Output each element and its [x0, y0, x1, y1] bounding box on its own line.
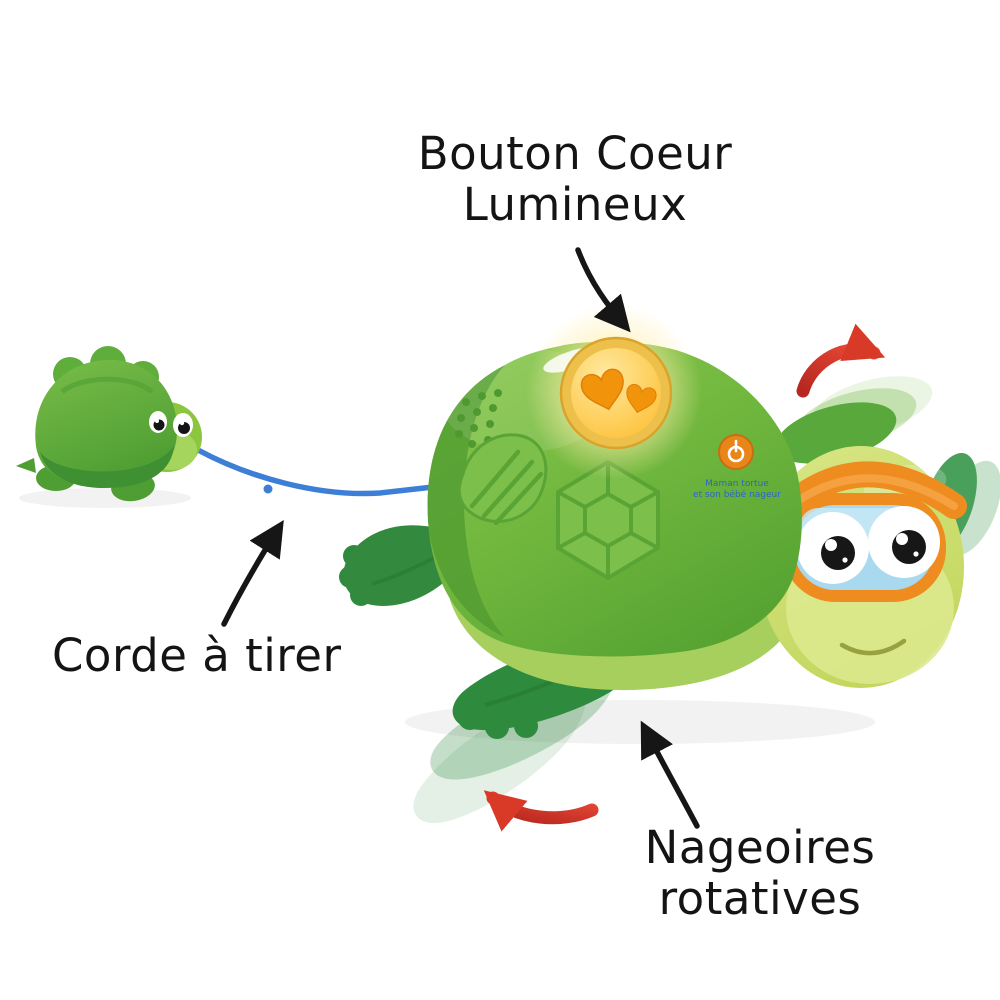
heart-button [526, 304, 702, 480]
big-turtle: Maman tortue et son bébé nageur [339, 304, 967, 824]
label-rotating-flippers-line2: rotatives [658, 872, 862, 926]
label-rotating-flippers: Nageoires rotatives [565, 822, 955, 925]
big-turtle-head [758, 446, 967, 688]
label-heart-button-line1: Bouton Coeur [417, 127, 733, 180]
eye-glint [896, 533, 908, 545]
pull-cord-line [195, 447, 445, 497]
rotation-arrow-top-right [796, 323, 886, 398]
pull-cord [195, 447, 445, 497]
rear-flipper-motion [775, 376, 933, 464]
eye-glint [155, 419, 159, 423]
rotation-arrow-bottom-left [483, 790, 599, 832]
shell-left-rim [427, 365, 505, 637]
flipper-crease [371, 553, 441, 586]
rotation-arrows [483, 323, 886, 832]
product-print: Maman tortue et son bébé nageur [693, 479, 781, 500]
right-eye [868, 506, 940, 578]
pull-cord-knot [263, 484, 273, 494]
eye-glint [913, 551, 919, 557]
speaker-holes [455, 389, 502, 448]
eye-glint [842, 557, 848, 563]
heart-icon [626, 383, 657, 414]
product-print-line1: Maman tortue [705, 479, 769, 489]
small-turtle [16, 346, 202, 502]
small-turtle-right-pupil [178, 422, 190, 434]
label-rotating-flippers-line1: Nageoires [644, 821, 876, 874]
small-turtle-shell-rim [40, 446, 174, 488]
pupil [892, 530, 926, 564]
arrow-to-flipper [640, 720, 700, 829]
small-turtle-shell [35, 359, 178, 487]
arrow-to-heart-button [575, 247, 631, 333]
small-turtle-tail [16, 458, 36, 473]
product-print-line2: et son bébé nageur [693, 489, 781, 500]
shell-patch-ridged [457, 433, 548, 526]
eye-glint [179, 420, 185, 426]
label-heart-button-line2: Lumineux [462, 178, 688, 232]
label-pull-cord-text: Corde à tirer [52, 629, 342, 682]
shell-patch-honeycomb [556, 459, 660, 581]
mouth [839, 638, 907, 656]
label-pull-cord: Corde à tirer [52, 629, 342, 682]
shell [427, 341, 802, 657]
pupil [821, 536, 855, 570]
small-turtle-shadow [19, 488, 191, 508]
arrow-to-cord [221, 519, 284, 627]
left-eye [797, 512, 869, 584]
power-button [718, 434, 754, 470]
annotation-arrows [221, 247, 700, 829]
eye-glint [825, 539, 837, 551]
label-heart-button: Bouton Coeur Lumineux [350, 128, 800, 231]
heart-icon [580, 368, 624, 411]
small-shell-line [60, 376, 154, 394]
